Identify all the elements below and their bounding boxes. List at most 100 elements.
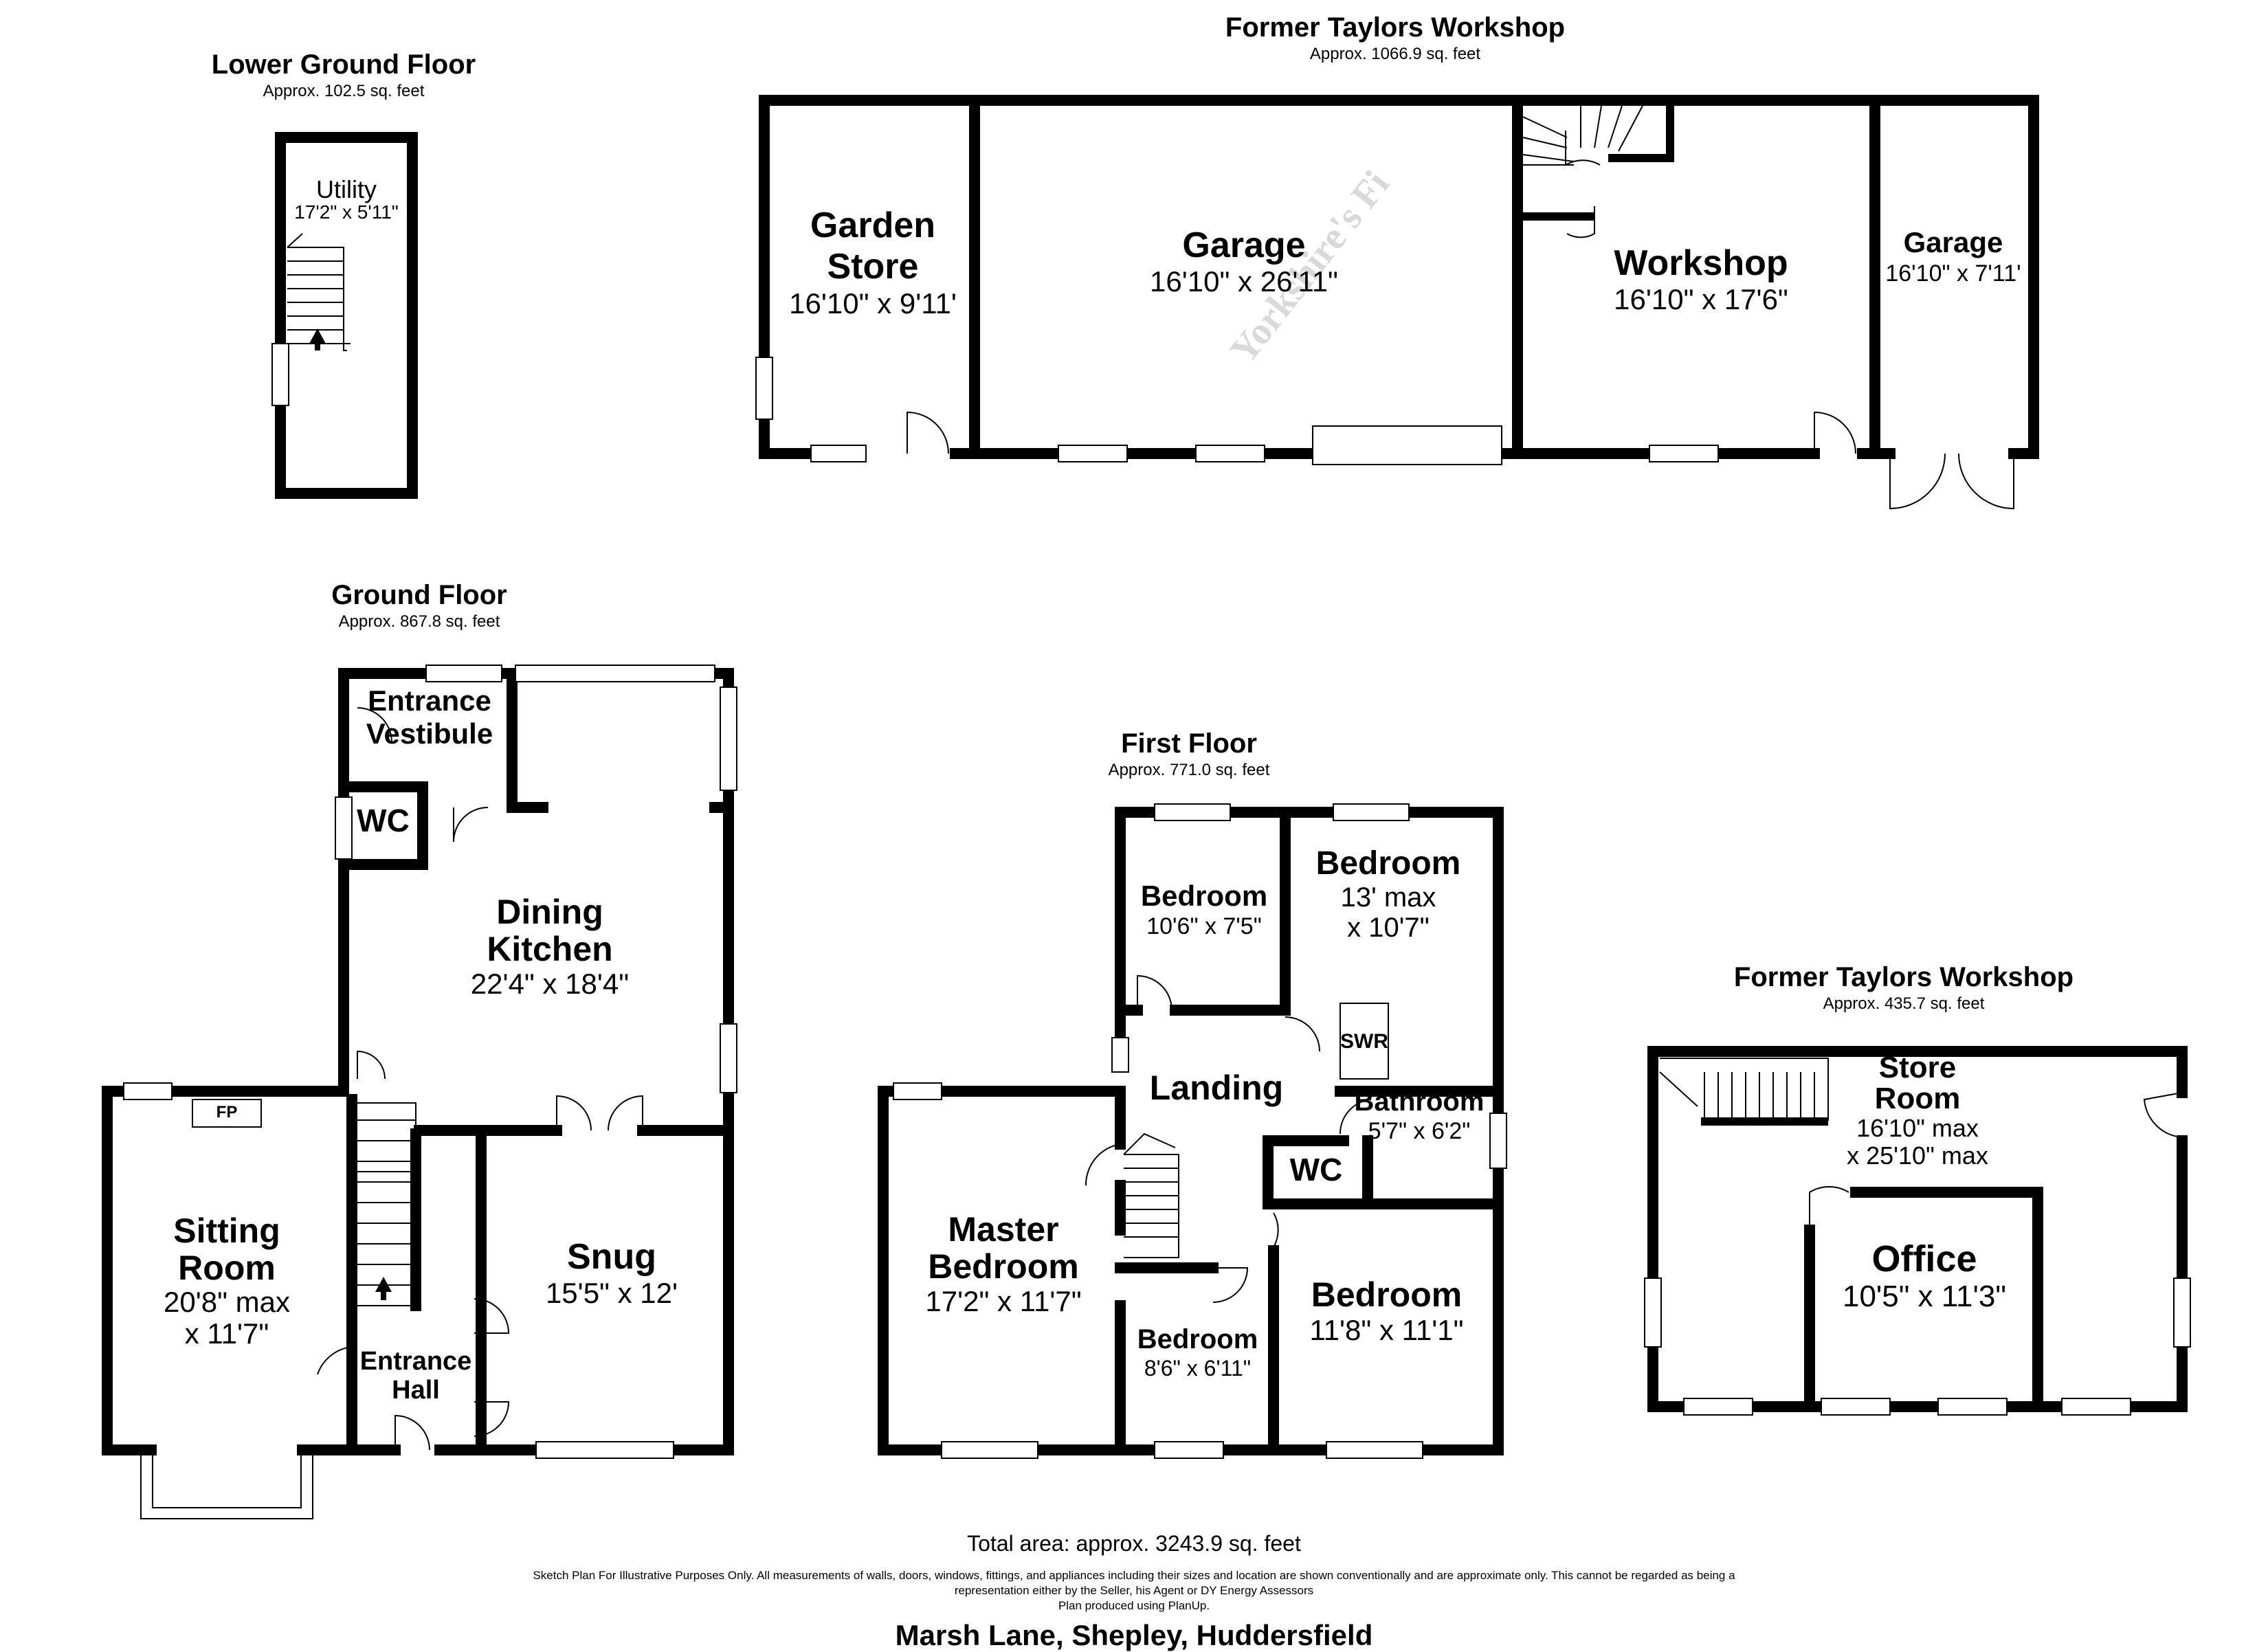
address: Marsh Lane, Shepley, Huddersfield [895, 1619, 1373, 1651]
utility-walls [275, 132, 418, 499]
office-label: Office 10'5" x 11'3" [1814, 1238, 2034, 1314]
door-swing [1212, 1267, 1249, 1303]
door-swing [453, 807, 489, 842]
entrance-vestibule-label: Entrance Vestibule [344, 684, 515, 750]
utility-staircase [287, 233, 351, 351]
first-heading: First Floor Approx. 771.0 sq. feet [1017, 727, 1361, 781]
window [1821, 1398, 1891, 1416]
bedroom-d-label: Bedroom 11'8" x 11'1" [1275, 1275, 1498, 1347]
garage-small-label: Garage 16'10" x 7'11' [1864, 225, 2043, 287]
room-name: Landing [1149, 1069, 1284, 1107]
window [2061, 1398, 2131, 1416]
snug-label: Snug 15'5" x 12' [502, 1237, 722, 1310]
workshop-top-heading: Former Taylors Workshop Approx. 1066.9 s… [1127, 11, 1663, 65]
store-room-label: Store Room 16'10" max x 25'10" max [1814, 1053, 2021, 1170]
floor-area: Approx. 867.8 sq. feet [338, 612, 500, 631]
floor-title: Former Taylors Workshop [1733, 962, 2074, 992]
floor-area: Approx. 771.0 sq. feet [1108, 761, 1270, 779]
room-dims: 16'10" x 17'6" [1614, 283, 1788, 315]
window [425, 665, 502, 682]
bedroom-b-label: Bedroom 13' max x 10'7" [1285, 845, 1491, 943]
workshop-right-heading: Former Taylors Workshop Approx. 435.7 sq… [1636, 961, 2172, 1014]
door-swing [317, 1346, 353, 1375]
workshop-stair-wall [1517, 103, 1674, 221]
dining-kitchen-label: Dining Kitchen 22'4" x 18'4" [433, 893, 667, 1001]
bathroom-label: Bathroom 5'7" x 6'2" [1340, 1086, 1498, 1145]
room-dims: x 11'7" [184, 1317, 269, 1350]
room-dims: 8'6" x 6'11" [1144, 1356, 1252, 1381]
door-swing [1814, 411, 1856, 454]
up-arrow-icon [309, 328, 326, 350]
room-name: Bedroom [1311, 1275, 1463, 1314]
first-floor-outer-wall [878, 807, 1504, 1455]
window [1058, 445, 1128, 462]
garage-double-door [1889, 453, 2014, 510]
door-swing [1137, 974, 1172, 1011]
window [1111, 1037, 1129, 1073]
floor-title: Ground Floor [331, 580, 507, 610]
sitting-room-label: Sitting Room 20'8" max x 11'7" [113, 1212, 340, 1350]
window [1683, 1398, 1753, 1416]
window [2173, 1277, 2191, 1348]
window [1154, 1441, 1224, 1459]
floor-area: Approx. 1066.9 sq. feet [1309, 45, 1481, 63]
master-bedroom-label: Master Bedroom 17'2" x 11'7" [887, 1211, 1120, 1318]
room-name: Garage [1182, 225, 1306, 265]
shower-label: SWR [1337, 1029, 1392, 1054]
disclaimer-line-1: Sketch Plan For Illustrative Purposes On… [533, 1569, 1735, 1582]
shower-tray [1339, 1003, 1389, 1080]
window [1195, 445, 1265, 462]
fireplace-label: FP [192, 1102, 261, 1123]
door-swing [1285, 1016, 1320, 1052]
room-dims: 16'10" x 9'11' [789, 287, 957, 320]
room-name: Bedroom [1140, 880, 1268, 912]
door-swing [1085, 1143, 1121, 1186]
floor-title: Former Taylors Workshop [1225, 12, 1566, 43]
room-dims: 22'4" x 18'4" [470, 968, 630, 1000]
room-name: Utility [316, 175, 377, 203]
room-name: Garage [1903, 226, 2003, 258]
room-dims: x 25'10" max [1847, 1141, 1988, 1170]
room-name: Entrance [359, 1347, 472, 1376]
window [1937, 1398, 2008, 1416]
landing-label: Landing [1120, 1069, 1313, 1107]
room-name: Hall [392, 1376, 440, 1405]
window [535, 1441, 674, 1459]
room-dims: 16'10" max [1856, 1114, 1979, 1142]
floor-title: First Floor [1121, 728, 1257, 759]
store-staircase [1659, 1058, 1829, 1121]
room-name: Garden [810, 205, 936, 245]
garden-store-label: Garden Store 16'10" x 9'11' [770, 205, 976, 320]
ground-heading: Ground Floor Approx. 867.8 sq. feet [247, 579, 591, 632]
room-dims: 17'2" x 5'11" [294, 201, 399, 223]
workshop-top-outer-wall [759, 95, 2039, 459]
room-name: Bedroom [1315, 845, 1461, 882]
room-dims: 13' max [1340, 882, 1436, 913]
lower-ground-heading: Lower Ground Floor Approx. 102.5 sq. fee… [172, 48, 515, 102]
room-name: Workshop [1614, 243, 1788, 283]
door-swing [357, 707, 392, 743]
disclaimer-line-3: Plan produced using PlanUp. [1058, 1599, 1210, 1612]
door-swing [474, 1298, 510, 1437]
wc-walls [338, 781, 428, 870]
door-swing [2143, 1092, 2183, 1138]
room-name: Dining [496, 893, 603, 931]
room-dims: 10'6" x 7'5" [1146, 913, 1262, 939]
room-dims: 10'5" x 11'3" [1842, 1280, 2007, 1313]
door-swing [1273, 1212, 1279, 1248]
bedroom-a-label: Bedroom 10'6" x 7'5" [1122, 880, 1287, 940]
room-name: Room [178, 1249, 276, 1287]
workshop-label: Workshop 16'10" x 17'6" [1529, 243, 1873, 316]
fp-text: FP [216, 1103, 238, 1121]
room-dims: 17'2" x 11'7" [925, 1285, 1082, 1317]
floor-title: Lower Ground Floor [211, 49, 476, 80]
fireplace [192, 1099, 262, 1128]
wc-first-label: WC [1268, 1152, 1364, 1187]
window [720, 1023, 737, 1093]
window [893, 1082, 942, 1100]
window [123, 1082, 173, 1100]
window [1489, 1113, 1507, 1169]
window [720, 687, 737, 791]
window [1333, 803, 1410, 821]
